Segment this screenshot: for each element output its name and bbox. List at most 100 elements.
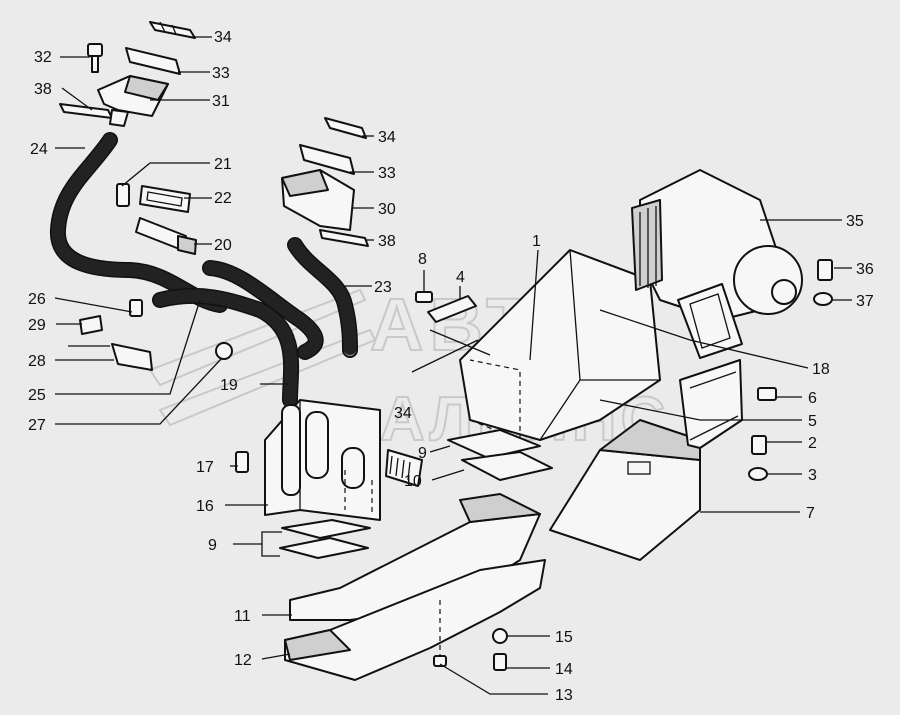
bolt-32-shank <box>91 55 99 73</box>
callout-16: 16 <box>196 498 214 515</box>
callout-18: 18 <box>812 361 830 378</box>
outlet-pipe-mid <box>305 411 329 479</box>
middle-vent-assembly <box>281 117 369 247</box>
washer-15 <box>492 628 508 644</box>
heater-housing-1 <box>411 249 661 481</box>
callout-5: 5 <box>808 413 817 430</box>
callout-38-mid: 38 <box>378 233 396 250</box>
plate-5-body <box>679 359 743 449</box>
duct-11-inlet <box>459 493 541 523</box>
callout-32: 32 <box>34 49 52 66</box>
callout-7: 7 <box>806 505 815 522</box>
callout-20: 20 <box>214 237 232 254</box>
grille-34-small <box>385 449 423 487</box>
callout-35: 35 <box>846 213 864 230</box>
callout-27: 27 <box>28 417 46 434</box>
louvre-strip-34-mid <box>324 117 367 139</box>
callout-22: 22 <box>214 190 232 207</box>
motor-35-hub <box>771 279 797 305</box>
distributor-box-16 <box>235 399 423 521</box>
plate-5 <box>679 359 743 449</box>
bracket-assembly-26-29 <box>68 299 233 371</box>
callout-3: 3 <box>808 467 817 484</box>
frame-10 <box>461 451 553 481</box>
vent-nozzle-30-face <box>281 169 329 197</box>
callout-4: 4 <box>456 269 465 286</box>
bolt-8 <box>415 291 433 303</box>
callout-31: 31 <box>212 93 230 110</box>
gasket-9-lower-a <box>281 519 371 539</box>
callout-21: 21 <box>214 156 232 173</box>
callout-25: 25 <box>28 387 46 404</box>
bolt-14 <box>493 653 507 671</box>
bolt-6 <box>757 387 777 401</box>
hose-24 <box>50 132 228 313</box>
gasket-9-lower-b <box>279 537 369 559</box>
callout-37: 37 <box>856 293 874 310</box>
hose-25-19 <box>152 260 324 408</box>
callout-26: 26 <box>28 291 46 308</box>
callout-29: 29 <box>28 317 46 334</box>
gasket-9-upper <box>447 429 541 459</box>
outlet-pipe-right <box>341 447 365 489</box>
motor-35 <box>733 245 803 315</box>
clamp-assembly-20-22 <box>116 183 197 255</box>
washer-3 <box>748 467 768 481</box>
callout-38-upper: 38 <box>34 81 52 98</box>
callout-17: 17 <box>196 459 214 476</box>
gaskets-9-lower <box>279 519 371 559</box>
hose-23 <box>287 237 358 358</box>
bolt-29 <box>79 315 103 335</box>
callout-34-small: 34 <box>394 405 412 422</box>
bracket-28 <box>111 343 153 371</box>
callout-19: 19 <box>220 377 238 394</box>
nut-13 <box>433 655 447 667</box>
housing-1-main <box>459 249 661 441</box>
nut-27 <box>215 342 233 360</box>
floor-ducts <box>284 493 546 681</box>
bolt-21 <box>116 183 130 207</box>
blower-fins <box>631 199 663 291</box>
louvre-grille-33-upper <box>125 47 181 75</box>
bolt-2 <box>751 435 767 455</box>
callout-34-upper: 34 <box>214 29 232 46</box>
callout-labels: 34 33 32 31 38 24 21 22 20 34 33 30 38 2… <box>28 29 874 704</box>
callout-30: 30 <box>378 201 396 218</box>
callout-8: 8 <box>418 251 427 268</box>
callout-33-mid: 33 <box>378 165 396 182</box>
callout-9-lower: 9 <box>208 537 217 554</box>
callout-6: 6 <box>808 390 817 407</box>
leader-lines <box>54 36 852 695</box>
callout-14: 14 <box>555 661 573 678</box>
upper-left-vent-assembly <box>59 21 196 127</box>
callout-15: 15 <box>555 629 573 646</box>
callout-9-upper: 9 <box>418 445 427 462</box>
fasteners-right <box>748 387 777 481</box>
bolt-36 <box>817 259 833 281</box>
bolt-32-head <box>87 43 103 57</box>
outlet-pipe-left <box>281 404 301 496</box>
washer-37 <box>813 292 833 306</box>
bolt-26 <box>129 299 143 317</box>
callout-33-upper: 33 <box>212 65 230 82</box>
gasket-4 <box>427 295 477 323</box>
callout-2: 2 <box>808 435 817 452</box>
callout-34-mid: 34 <box>378 129 396 146</box>
callout-1: 1 <box>532 233 541 250</box>
callout-10: 10 <box>404 473 422 490</box>
louvre-grille-33-mid <box>299 144 355 175</box>
cover-7 <box>549 419 701 561</box>
callout-24: 24 <box>30 141 48 158</box>
callout-12: 12 <box>234 652 252 669</box>
gasket-38-mid <box>319 229 369 247</box>
nozzle-neck <box>109 109 129 127</box>
callout-11: 11 <box>234 608 251 625</box>
callout-36: 36 <box>856 261 874 278</box>
bolt-17 <box>235 451 249 473</box>
callout-13: 13 <box>555 687 573 704</box>
louvre-strip-34-upper <box>149 21 196 39</box>
cover-7-body <box>549 449 701 561</box>
blower-assembly-35 <box>631 169 833 359</box>
callout-23: 23 <box>374 279 392 296</box>
